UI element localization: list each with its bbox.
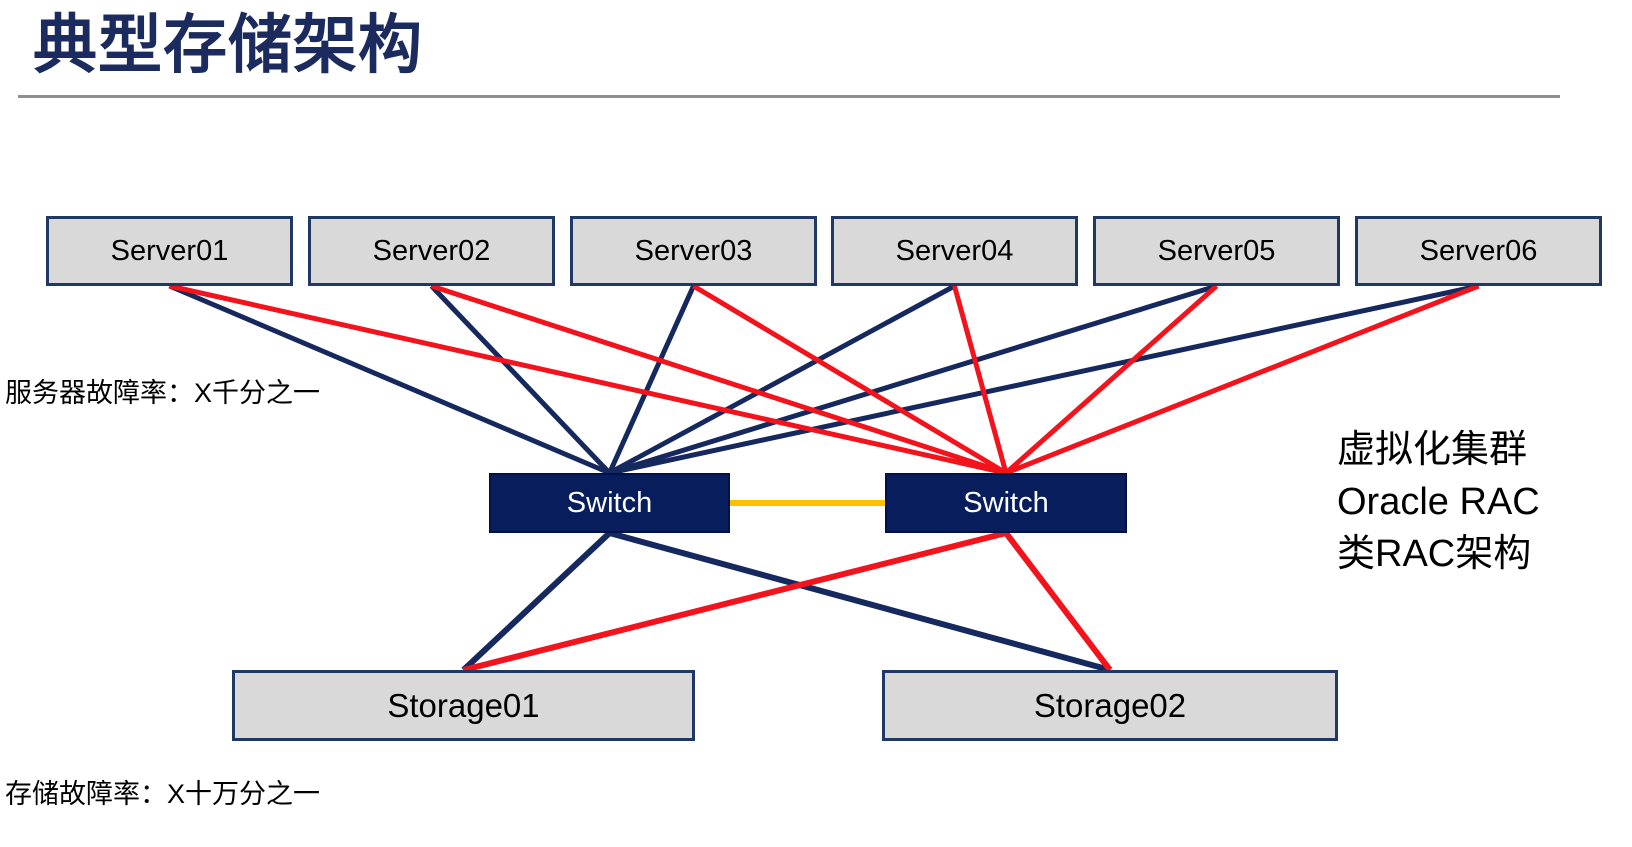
edge-server2-switch1 — [429, 284, 612, 475]
edge-server3-switch2 — [692, 283, 1008, 476]
storage02-label: Storage02 — [1033, 686, 1187, 724]
title-underline — [18, 95, 1560, 98]
server02-label: Server02 — [372, 234, 491, 267]
switch2-label: Switch — [963, 486, 1049, 519]
server04-box: Server04 — [831, 216, 1078, 286]
annotation-line-2: Oracle RAC — [1337, 481, 1540, 523]
annotation-line-3: 类RAC架构 — [1337, 533, 1532, 575]
storage-failure-rate-note: 存储故障率：X十万分之一 — [5, 779, 321, 809]
storage02-box: Storage02 — [882, 670, 1338, 741]
server06-label: Server06 — [1419, 234, 1538, 267]
server06-box: Server06 — [1355, 216, 1602, 286]
switch1-label: Switch — [566, 486, 653, 519]
storage01-label: Storage01 — [387, 686, 540, 724]
edge-server5-switch2 — [1004, 284, 1219, 475]
edge-switch2-storage2 — [1003, 531, 1113, 672]
page-title: 典型存储架构 — [33, 9, 423, 81]
server02-box: Server02 — [308, 216, 555, 286]
edge-server5-switch1 — [608, 283, 1218, 476]
switch2-box: Switch — [885, 473, 1127, 533]
edge-server1-switch2 — [168, 283, 1007, 476]
edge-server4-switch2 — [952, 285, 1009, 474]
server01-box: Server01 — [46, 216, 293, 286]
server05-label: Server05 — [1157, 234, 1276, 267]
server03-box: Server03 — [570, 216, 817, 286]
edge-server1-switch1 — [168, 283, 611, 476]
server03-label: Server03 — [634, 234, 753, 267]
cluster-annotation: 虚拟化集群 Oracle RAC 类RAC架构 — [1337, 424, 1540, 580]
edge-server6-switch1 — [608, 283, 1480, 476]
server05-box: Server05 — [1093, 216, 1340, 286]
storage01-box: Storage01 — [232, 670, 695, 741]
edge-server4-switch1 — [608, 283, 956, 476]
edge-server6-switch2 — [1005, 283, 1480, 476]
edge-server3-switch1 — [607, 284, 696, 475]
edge-server2-switch2 — [430, 283, 1007, 476]
switch1-box: Switch — [489, 473, 730, 533]
server-failure-rate-note: 服务器故障率：X千分之一 — [5, 378, 321, 408]
server01-label: Server01 — [110, 234, 229, 267]
edge-switch1-storage2 — [608, 530, 1111, 673]
annotation-line-1: 虚拟化集群 — [1337, 429, 1528, 471]
server04-label: Server04 — [895, 234, 1014, 267]
edge-switch2-storage1 — [462, 530, 1007, 673]
edge-switch1-storage1 — [461, 530, 612, 673]
